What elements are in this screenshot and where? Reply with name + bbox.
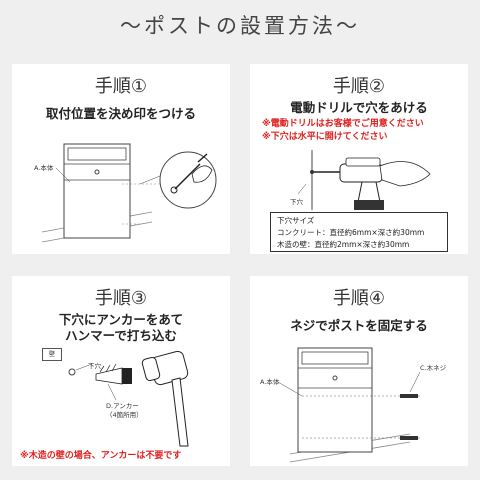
pilot-hole-spec-box: 下穴サイズ コンクリート：直径約6mm×深さ約30mm 木造の壁：直径約2mm×… [270,212,448,252]
step-2-instruction: 電動ドリルで穴をあける [290,100,428,115]
drill-illustration [297,150,431,210]
anchor-illustration [68,350,189,447]
page-title: 〜ポストの設置方法〜 [120,14,360,38]
step-1-body-label: A.本体 [34,164,54,172]
step-1-illustration [41,143,217,243]
step-4-illustration [277,347,421,463]
step-3-instruction-line-2: ハンマーで打ち込む [65,328,177,343]
step-1-panel: 手順① 取付位置を決め印をつける A.本体 [12,64,230,254]
step-2-note-1: ※電動ドリルはお客様でご用意ください [262,119,424,129]
step-2-pilot-hole-label: 下穴 [290,198,303,206]
step-3-instruction-line-1: 下穴にアンカーをあて [58,312,184,327]
step-1-title: 手順① [94,76,148,97]
step-4-body-label: A.本体 [260,378,280,386]
step-4-instruction: ネジでポストを固定する [290,318,428,333]
step-3-note: ※木造の壁の場合、アンカーは不要です [20,451,182,461]
step-2-note-2: ※下穴は水平に開けてください [262,132,388,142]
wall-label: 壁 [42,348,62,361]
anchor-count-label: （4箇所用） [106,411,143,419]
step-4-title: 手順④ [332,288,386,309]
step-3-pilot-hole-label: 下穴 [88,362,101,370]
anchor-label: D.アンカー [106,402,139,410]
spec-heading: 下穴サイズ [277,216,315,225]
spec-concrete: コンクリート：直径約6mm×深さ約30mm [277,228,425,237]
spec-wood: 木造の壁：直径約2mm×深さ約30mm [277,240,410,249]
step-3-title: 手順③ [94,288,148,309]
step-3-panel: 手順③ 下穴にアンカーをあて ハンマーで打ち込む 壁 下穴 D.アンカー （4箇… [12,276,230,466]
step-2-title: 手順② [332,76,386,97]
screw-label: C.木ネジ [420,364,447,372]
step-4-panel: 手順④ ネジでポストを固定する A.本体 C.木ネジ [250,276,468,466]
step-2-panel: 手順② 電動ドリルで穴をあける ※電動ドリルはお客様でご用意ください ※下穴は水… [250,64,468,254]
step-1-instruction: 取付位置を決め印をつける [45,106,196,121]
